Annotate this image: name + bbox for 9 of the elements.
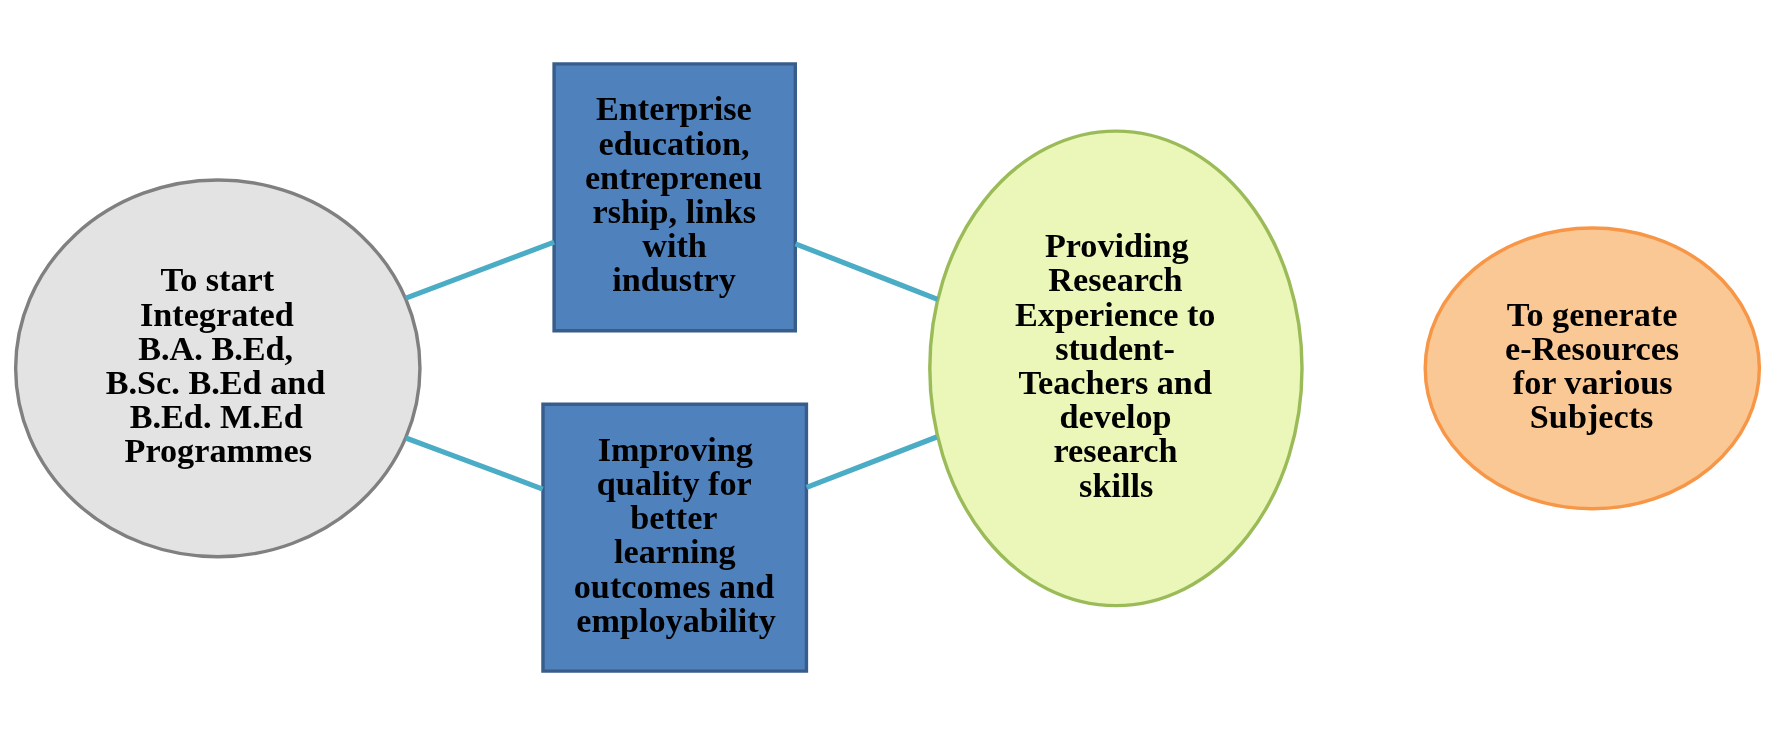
connector: [805, 434, 938, 490]
connector: [405, 239, 555, 300]
connector: [405, 435, 544, 491]
connector: [794, 240, 939, 302]
node-box: Enterprise education, entrepreneu rship, links with industry: [552, 61, 797, 332]
node-box: Improving quality for better learning outcomes and employability: [541, 402, 809, 673]
node-ellipse: To generate e-Resources for various Subjects: [1423, 225, 1762, 510]
node-circle: To start Integrated B.A. B.Ed, B.Sc. B.Ed and B.Ed. M.Ed Programmes: [13, 177, 422, 558]
node-ellipse: Providing Research Experience to student- Teachers and develop research skills: [928, 128, 1304, 607]
